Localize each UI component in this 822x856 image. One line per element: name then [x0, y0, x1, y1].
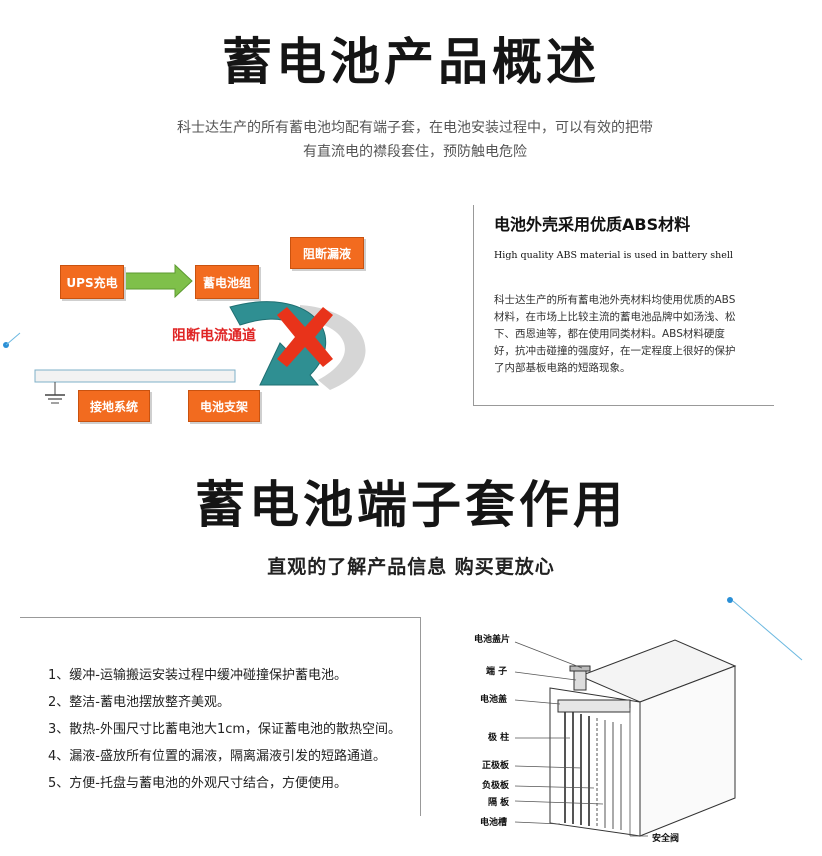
ups-charge-box: UPS充电 [60, 265, 124, 299]
list-item: 4、漏液-盛放所有位置的漏液，隔离漏液引发的短路通道。 [48, 749, 386, 764]
red-cross-icon [277, 307, 333, 367]
abs-subtitle-en: High quality ABS material is used in bat… [494, 250, 733, 261]
rail [34, 369, 236, 383]
label-terminal: 端 子 [486, 667, 508, 677]
label-separator: 隔 板 [488, 798, 510, 808]
label-pole: 极 柱 [488, 733, 510, 743]
blue-dot-icon [727, 597, 733, 603]
label-negative-plate: 负极板 [482, 781, 510, 791]
abs-title: 电池外壳采用优质ABS材料 [494, 215, 691, 234]
block-leak-box: 阻断漏液 [290, 237, 364, 269]
label-safety-valve: 安全阀 [652, 834, 680, 844]
ground-system-box: 接地系统 [78, 390, 150, 422]
shadow-ring [300, 305, 366, 390]
battery-group-box: 蓄电池组 [195, 265, 259, 299]
overview-intro: 科士达生产的所有蓄电池均配有端子套，在电池安装过程中，可以有效的把带 有直流电的… [90, 116, 740, 164]
function-list: 1、缓冲-运输搬运安装过程中缓冲碰撞保护蓄电池。 2、整洁-蓄电池摆放整齐美观。… [48, 662, 401, 797]
terminal-subtitle: 直观的了解产品信息 购买更放心 [267, 556, 555, 578]
decor-line-right [732, 600, 803, 661]
list-item: 2、整洁-蓄电池摆放整齐美观。 [48, 695, 230, 710]
label-container: 电池槽 [480, 818, 508, 828]
battery-cutaway: 电池盖片 端 子 电池盖 极 柱 正极板 负极板 隔 板 电池槽 安全阀 [470, 628, 800, 850]
decor-line [5, 332, 21, 346]
list-item: 1、缓冲-运输搬运安装过程中缓冲碰撞保护蓄电池。 [48, 668, 347, 683]
intro-line-1: 科士达生产的所有蓄电池均配有端子套，在电池安装过程中，可以有效的把带 [177, 120, 653, 136]
circuit-diagram-graphic [5, 263, 366, 404]
intro-line-2: 有直流电的襟段套住，预防触电危险 [303, 144, 527, 160]
list-item: 3、散热-外围尺寸比蓄电池大1cm，保证蓄电池的散热空间。 [48, 722, 402, 737]
teal-curve-arrow-icon [229, 301, 327, 386]
overview-title: 蓄电池产品概述 [222, 33, 600, 91]
terminal-title: 蓄电池端子套作用 [195, 476, 627, 534]
terminal-function-panel: 1、缓冲-运输搬运安装过程中缓冲碰撞保护蓄电池。 2、整洁-蓄电池摆放整齐美观。… [20, 617, 421, 816]
battery-rack-box: 电池支架 [188, 390, 260, 422]
list-item: 5、方便-托盘与蓄电池的外观尺寸结合，方便使用。 [48, 776, 347, 791]
block-current-label: 阻断电流通道 [172, 328, 256, 344]
green-arrow-icon [124, 263, 193, 299]
circuit-diagram: UPS充电 蓄电池组 阻断漏液 阻断电流通道 接地系统 电池支架 [0, 215, 470, 430]
label-positive-plate: 正极板 [482, 761, 510, 771]
label-cover: 电池盖 [480, 695, 508, 705]
abs-material-panel: 电池外壳采用优质ABS材料 High quality ABS material … [473, 205, 774, 406]
battery-cutaway-graphic [514, 639, 737, 837]
abs-body: 科士达生产的所有蓄电池外壳材料均使用优质的ABS材料，在市场上比较主流的蓄电池品… [494, 294, 736, 374]
label-cover-plate: 电池盖片 [474, 635, 511, 645]
